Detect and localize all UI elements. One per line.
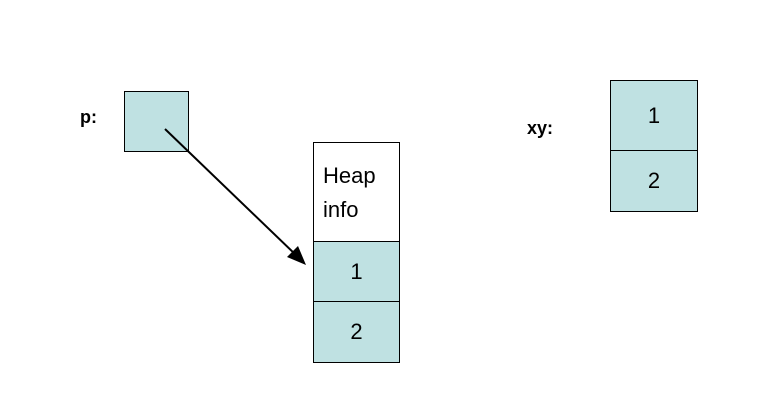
- xy-cell-2: 2: [610, 150, 698, 212]
- xy-cell-1: 1: [610, 80, 698, 152]
- pointer-arrow-head: [287, 246, 306, 265]
- xy-label: xy:: [527, 118, 554, 138]
- heap-info-line2: info: [323, 197, 359, 222]
- heap-cell-2: 2: [313, 301, 400, 363]
- pointer-label: p:: [80, 107, 97, 127]
- heap-cell-1: 1: [313, 241, 400, 303]
- pointer-cell: [124, 91, 189, 152]
- heap-info-line1: Heap: [323, 163, 376, 188]
- heap-info-cell: Heap info: [313, 142, 400, 242]
